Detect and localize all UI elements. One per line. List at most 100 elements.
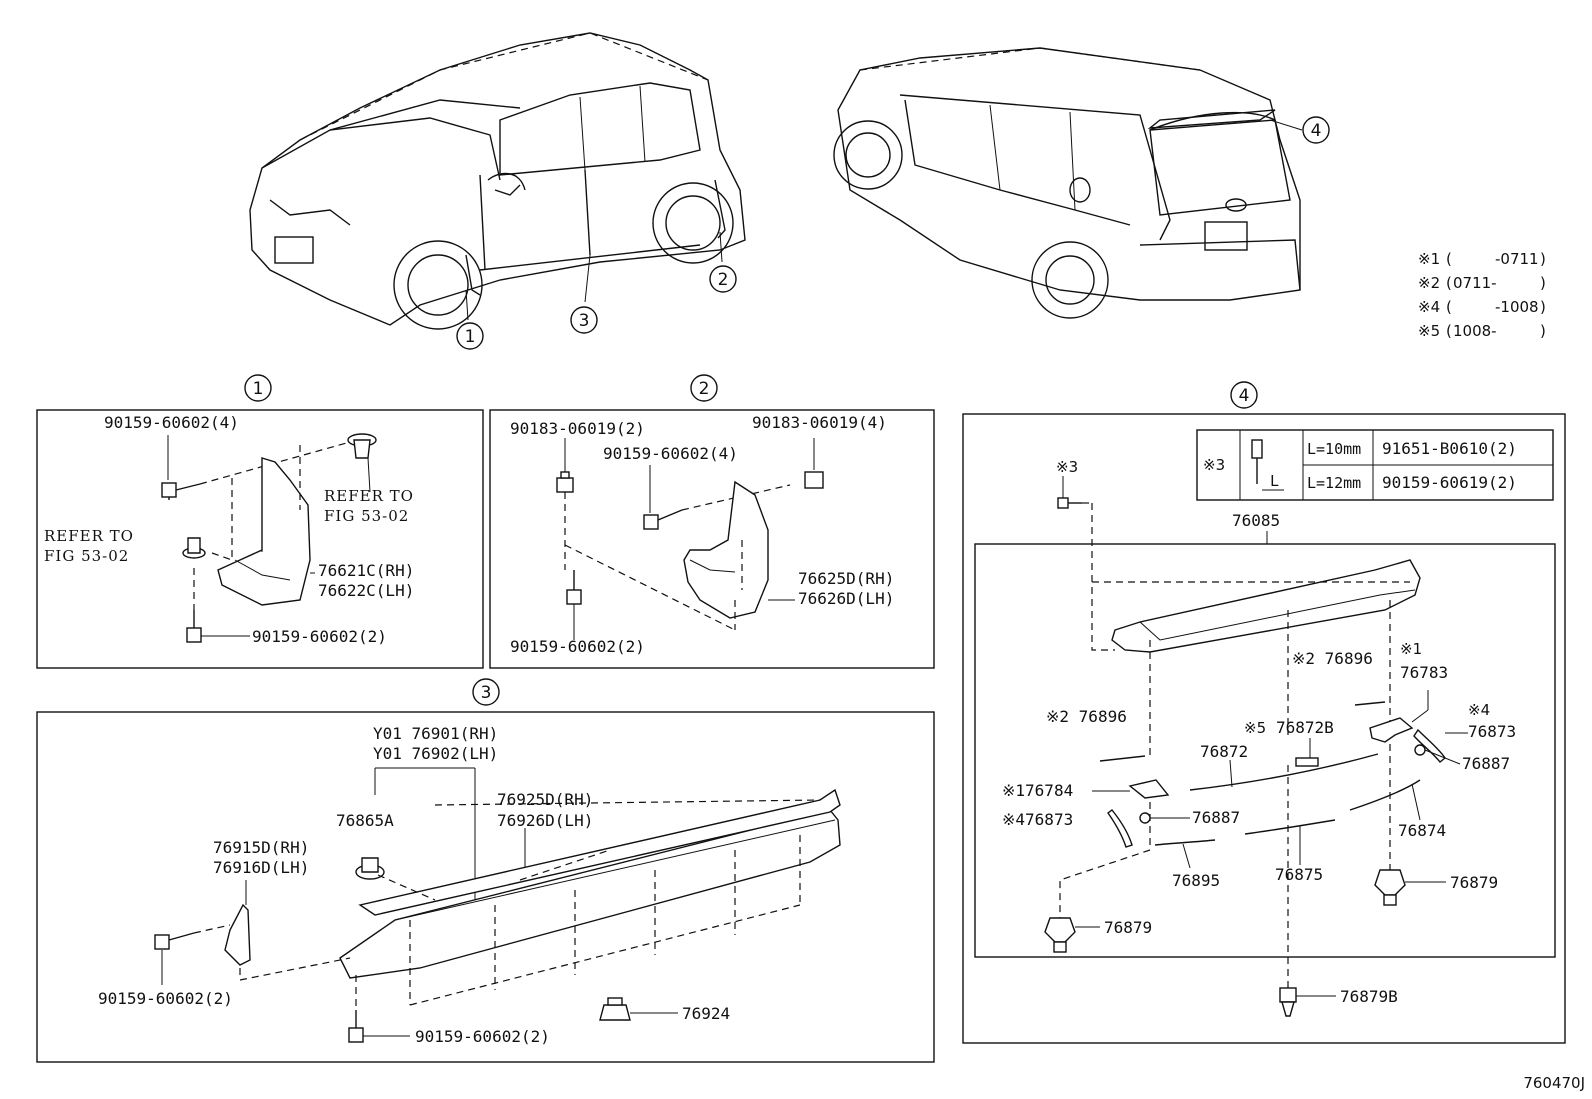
label-bracket-left[interactable]: ※176784 xyxy=(1002,781,1073,800)
label-retainer-rh[interactable]: 76925D(RH) xyxy=(497,790,593,809)
section-1-heading[interactable]: 1 xyxy=(244,374,272,402)
callout-3[interactable]: 3 xyxy=(570,306,598,334)
svg-text:): ) xyxy=(1540,298,1546,316)
svg-text:(: ( xyxy=(1446,250,1452,268)
seal-icon xyxy=(1295,757,1319,767)
label-tape-right[interactable]: 76874 xyxy=(1398,821,1446,840)
label-spoiler[interactable]: 76085 xyxy=(1232,511,1280,530)
screw-mark: ※3 xyxy=(1056,458,1078,476)
label-tape[interactable]: 76872 xyxy=(1200,742,1248,761)
callout-4[interactable]: 4 xyxy=(1302,116,1330,144)
section-4-parts xyxy=(1044,503,1468,1017)
svg-text:(: ( xyxy=(1446,298,1452,316)
fastener-table xyxy=(1196,429,1554,501)
bolt-icon xyxy=(348,1010,364,1043)
section-3-frame xyxy=(36,711,935,1063)
section-4-frame xyxy=(962,413,1566,1044)
table-mark: ※3 xyxy=(1203,456,1225,474)
bracket-icon xyxy=(224,903,251,966)
label-clip-right[interactable]: 76887 xyxy=(1462,754,1510,773)
svg-text:0711-: 0711- xyxy=(1453,274,1497,292)
label-clip-c[interactable]: 76879B xyxy=(1340,987,1398,1006)
label-tape-center[interactable]: 76875 xyxy=(1275,865,1323,884)
vehicle-rear-view xyxy=(833,47,1303,319)
clip-icon xyxy=(1139,812,1151,824)
label-pad-left[interactable]: ※2 76896 xyxy=(1046,707,1127,726)
svg-text:-0711: -0711 xyxy=(1495,250,1539,268)
label-cover-left[interactable]: ※476873 xyxy=(1002,810,1073,829)
label-bolt-bottom[interactable]: 90159-60602(2) xyxy=(415,1027,550,1046)
label-refer-left-fig[interactable]: FIG 53-02 xyxy=(44,547,129,565)
label-mud-flap-lh[interactable]: 76626D(LH) xyxy=(798,589,894,608)
section-3-heading[interactable]: 3 xyxy=(472,678,500,706)
label-cover-right[interactable]: 76873 xyxy=(1468,722,1516,741)
label-nut-right[interactable]: 90183-06019(4) xyxy=(752,413,887,432)
label-bracket-lh[interactable]: 76916D(LH) xyxy=(213,858,309,877)
svg-text:): ) xyxy=(1540,322,1546,340)
table-part-2[interactable]: 90159-60619(2) xyxy=(1382,473,1517,492)
vehicle-front-view xyxy=(249,32,746,330)
tape-strip xyxy=(1349,779,1421,811)
label-mud-flap-rh[interactable]: 76625D(RH) xyxy=(798,569,894,588)
callout-1[interactable]: 1 xyxy=(456,322,484,350)
label-refer-right-fig[interactable]: FIG 53-02 xyxy=(324,507,409,525)
label-bolt-bottom[interactable]: 90159-60602(2) xyxy=(252,627,387,646)
label-nut[interactable]: 76924 xyxy=(682,1004,730,1023)
screw-dimension-icon xyxy=(1251,439,1284,491)
label-clip-a[interactable]: 76879 xyxy=(1450,873,1498,892)
bolt-icon xyxy=(161,482,201,500)
label-clip[interactable]: 76865A xyxy=(336,811,394,830)
section-3-parts xyxy=(154,767,841,1043)
pad-strip xyxy=(1354,701,1386,706)
svg-text:(: ( xyxy=(1446,322,1452,340)
clip-icon xyxy=(1374,869,1406,906)
table-part-1[interactable]: 91651-B0610(2) xyxy=(1382,439,1517,458)
table-length-2: L=12mm xyxy=(1307,474,1361,492)
tape-strip xyxy=(1189,753,1379,791)
label-pad-top[interactable]: ※2 76896 xyxy=(1292,649,1373,668)
label-clip-b[interactable]: 76879 xyxy=(1104,918,1152,937)
label-mud-flap-lh[interactable]: 76622C(LH) xyxy=(318,581,414,600)
label-seal[interactable]: 76872B xyxy=(1276,718,1334,737)
svg-text:1008-: 1008- xyxy=(1453,322,1497,340)
cover-icon xyxy=(1107,809,1133,848)
bolt-icon xyxy=(643,509,683,530)
svg-text:-1008: -1008 xyxy=(1495,298,1539,316)
label-mud-flap-rh[interactable]: 76621C(RH) xyxy=(318,561,414,580)
label-retainer-lh[interactable]: 76926D(LH) xyxy=(497,811,593,830)
nut-icon xyxy=(556,471,574,493)
label-tape-left[interactable]: 76895 xyxy=(1172,871,1220,890)
label-seal-mark: ※5 xyxy=(1244,719,1266,737)
rocker-molding-icon xyxy=(339,788,841,979)
section-4-heading[interactable]: 4 xyxy=(1230,381,1258,409)
bolt-icon xyxy=(566,570,582,605)
svg-text:※1: ※1 xyxy=(1418,250,1440,268)
section-2-frame xyxy=(489,409,935,669)
svg-text:2: 2 xyxy=(718,270,729,290)
label-nut-left[interactable]: 90183-06019(2) xyxy=(510,419,645,438)
label-bolt-left[interactable]: 90159-60602(2) xyxy=(98,989,233,1008)
label-molding-rh[interactable]: Y01 76901(RH) xyxy=(373,724,498,743)
pad-strip xyxy=(1099,755,1146,762)
bracket-icon xyxy=(1128,779,1170,799)
label-bracket[interactable]: 76783 xyxy=(1400,663,1448,682)
spoiler-icon xyxy=(1111,559,1421,653)
label-clip-left[interactable]: 76887 xyxy=(1192,808,1240,827)
label-refer-left: REFER TO xyxy=(44,527,134,545)
svg-text:(: ( xyxy=(1446,274,1452,292)
section-2-heading[interactable]: 2 xyxy=(690,374,718,402)
clip-icon xyxy=(1044,917,1076,953)
svg-text:): ) xyxy=(1540,250,1546,268)
label-bolt-mid[interactable]: 90159-60602(4) xyxy=(603,444,738,463)
svg-text:※2: ※2 xyxy=(1418,274,1440,292)
label-bolt-bottom[interactable]: 90159-60602(2) xyxy=(510,637,645,656)
applicability-notes: ※1 ( -0711 ) ※2 ( 0711- ) ※4 ( -1008 ) ※… xyxy=(1418,250,1546,340)
label-bolt-top[interactable]: 90159-60602(4) xyxy=(104,413,239,432)
label-bracket-rh[interactable]: 76915D(RH) xyxy=(213,838,309,857)
svg-text:1: 1 xyxy=(253,379,264,399)
table-length-1: L=10mm xyxy=(1307,440,1361,458)
label-cover-right-mark: ※4 xyxy=(1468,701,1490,719)
svg-text:4: 4 xyxy=(1239,386,1250,406)
callout-2[interactable]: 2 xyxy=(709,265,737,293)
label-molding-lh[interactable]: Y01 76902(LH) xyxy=(373,744,498,763)
